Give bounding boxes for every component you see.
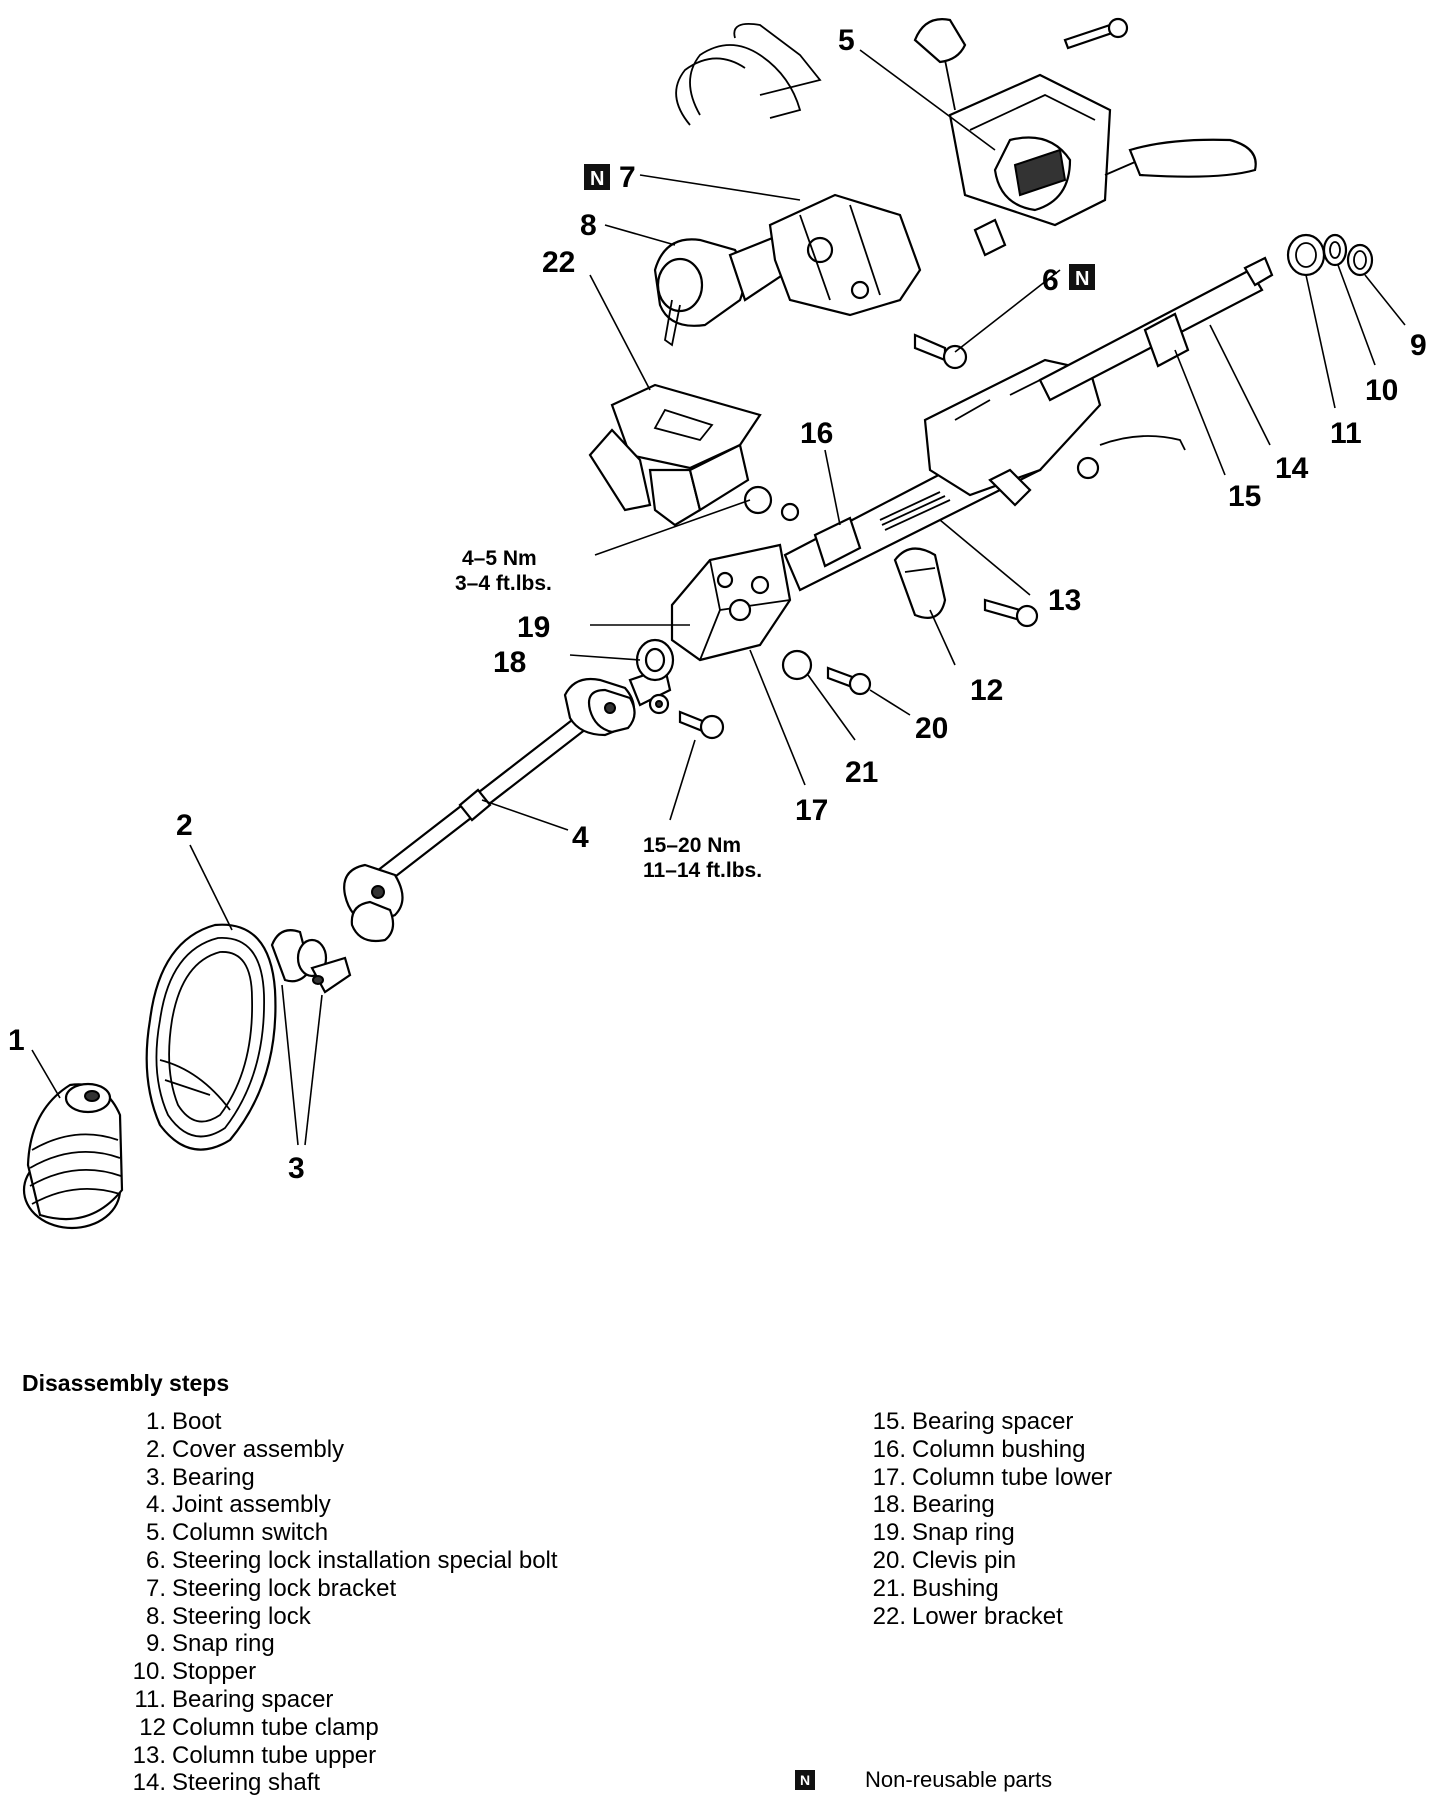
list-item: 13.Column tube upper xyxy=(132,1741,377,1769)
column-tube-clamp-part xyxy=(893,547,947,619)
callout-15: 15 xyxy=(1228,480,1261,513)
list-item: 1.Boot xyxy=(145,1408,222,1435)
svg-text:N: N xyxy=(590,168,604,190)
bushing-part-21 xyxy=(781,649,813,681)
callout-17: 17 xyxy=(795,794,828,827)
snap-ring-part-9 xyxy=(1346,243,1374,277)
list-item: 18.Bearing xyxy=(872,1491,995,1519)
nonreusable-label: Non-reusable parts xyxy=(865,1767,1053,1792)
list-item: 10.Stopper xyxy=(132,1658,257,1686)
callout-12: 12 xyxy=(970,674,1003,707)
nonreusable-icon: N xyxy=(795,1770,815,1790)
clevis-pin-part-20 xyxy=(826,666,872,696)
joint-assembly-part xyxy=(343,666,672,943)
torque-upper-metric: 4–5 Nm xyxy=(462,547,537,570)
callout-22: 22 xyxy=(542,246,575,279)
exploded-view-diagram: 1 2 3 4 5 6 7 8 9 10 11 12 13 14 15 16 1… xyxy=(8,17,1427,1230)
callout-7: 7 xyxy=(619,161,636,194)
lower-bracket-part xyxy=(588,383,762,527)
list-item: 22.Lower bracket xyxy=(872,1602,1063,1630)
callout-6: 6 xyxy=(1042,264,1059,297)
torque-upper-imperial: 3–4 ft.lbs. xyxy=(455,572,552,595)
bearing-spacer-part-11 xyxy=(1286,233,1326,277)
steering-lock-part xyxy=(653,233,792,347)
boot-part xyxy=(22,1082,124,1230)
callout-8: 8 xyxy=(580,209,597,242)
list-item: 9.Snap ring xyxy=(145,1630,275,1658)
bearing-spacer-part-15 xyxy=(1143,312,1190,368)
callout-10: 10 xyxy=(1365,374,1398,407)
top-bolt-part xyxy=(1063,17,1129,50)
bearing-part-3 xyxy=(270,929,352,994)
bolt-part-lower xyxy=(678,710,725,740)
nonreusable-mark-7: N xyxy=(584,164,610,190)
callout-3: 3 xyxy=(288,1152,305,1185)
column-tube-lower-part xyxy=(670,543,792,662)
torque-spec-lower: 15–20 Nm 11–14 ft.lbs. xyxy=(643,834,762,882)
callout-1: 1 xyxy=(8,1024,25,1057)
cover-assembly-part xyxy=(145,923,277,1151)
callout-19: 19 xyxy=(517,611,550,644)
stopper-part-10 xyxy=(1322,233,1348,267)
list-item: 4.Joint assembly xyxy=(145,1491,331,1519)
svg-text:N: N xyxy=(1075,268,1089,290)
callout-14: 14 xyxy=(1275,452,1309,485)
callout-21: 21 xyxy=(845,756,878,789)
list-item: 21.Bushing xyxy=(872,1574,999,1602)
list-item: 20.Clevis pin xyxy=(872,1546,1017,1574)
list-item: 19.Snap ring xyxy=(872,1519,1015,1547)
bearing-part-18 xyxy=(635,638,675,682)
callout-13: 13 xyxy=(1048,584,1081,617)
list-item: 3.Bearing xyxy=(145,1463,255,1491)
callout-20: 20 xyxy=(915,712,948,745)
column-switch-part xyxy=(913,18,1257,257)
torque-spec-upper: 4–5 Nm 3–4 ft.lbs. xyxy=(455,547,552,595)
callout-5: 5 xyxy=(838,24,855,57)
washer-part xyxy=(648,693,670,715)
nonreusable-mark-6: N xyxy=(1069,264,1095,290)
list-item: 6.Steering lock installation special bol… xyxy=(145,1546,558,1574)
list-item: 5.Column switch xyxy=(145,1519,329,1547)
callout-9: 9 xyxy=(1410,329,1427,362)
list-item: 17.Column tube lower xyxy=(872,1463,1113,1491)
callout-labels: 1 2 3 4 5 6 7 8 9 10 11 12 13 14 15 16 1… xyxy=(8,24,1427,1185)
callout-11: 11 xyxy=(1330,417,1362,450)
leader-lines xyxy=(31,49,1406,1146)
nut-part xyxy=(743,485,800,522)
torque-lower-imperial: 11–14 ft.lbs. xyxy=(643,859,762,882)
special-bolt-part-6 xyxy=(913,333,968,370)
list-item: 7.Steering lock bracket xyxy=(145,1574,397,1602)
torque-lower-metric: 15–20 Nm xyxy=(643,834,741,857)
cable-clip-part xyxy=(675,23,822,126)
nonreusable-legend: N Non-reusable parts xyxy=(795,1767,1052,1793)
steering-lock-bracket-part xyxy=(768,193,922,317)
disassembly-steps-right: 15.Bearing spacer 16.Column bushing 17.C… xyxy=(860,1408,1112,1630)
legend-title: Disassembly steps xyxy=(22,1370,230,1396)
list-item: 11.Bearing spacer xyxy=(134,1685,334,1713)
list-item: 14.Steering shaft xyxy=(132,1769,321,1797)
bolt-part xyxy=(983,598,1039,628)
callout-2: 2 xyxy=(176,809,193,842)
list-item: 15.Bearing spacer xyxy=(872,1408,1074,1435)
callout-18: 18 xyxy=(493,646,526,679)
callout-4: 4 xyxy=(572,821,589,854)
list-item: 16.Column bushing xyxy=(872,1435,1086,1463)
column-tube-upper-part xyxy=(783,358,1186,592)
callout-16: 16 xyxy=(800,417,833,450)
list-item: 8.Steering lock xyxy=(145,1602,311,1630)
list-item: 2.Cover assembly xyxy=(145,1435,345,1463)
disassembly-steps-left: 1.Boot 2.Cover assembly 3.Bearing 4.Join… xyxy=(120,1408,558,1797)
